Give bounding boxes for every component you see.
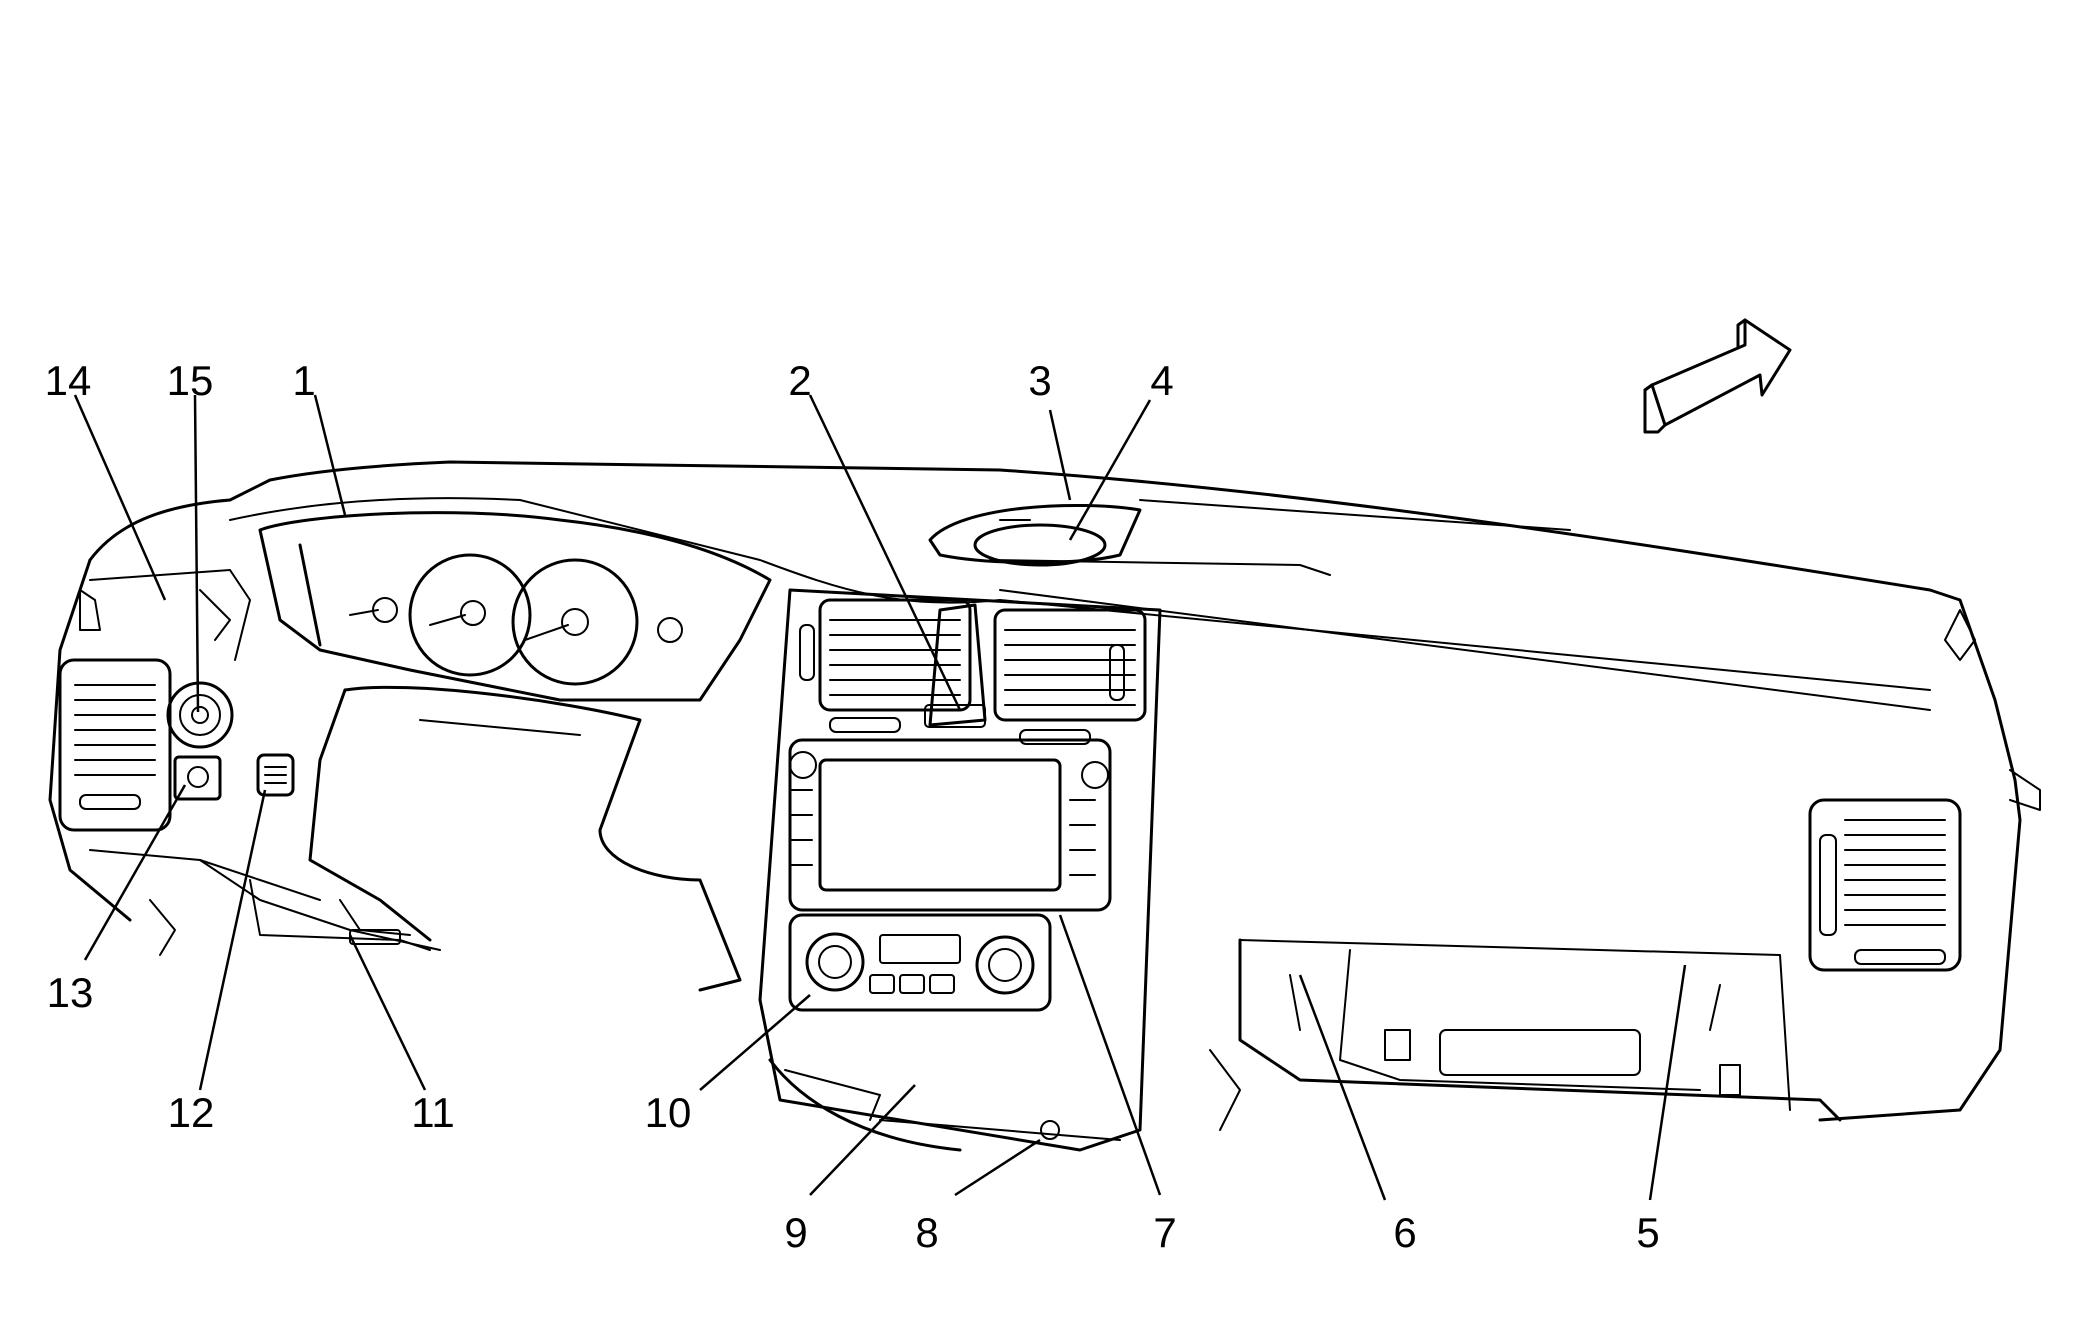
forward-direction-arrow-icon [1643,318,1792,434]
leader-line-1 [313,394,347,516]
callout-15: 15 [167,357,214,404]
leader-line-14 [73,394,167,601]
callout-13: 13 [47,969,94,1016]
leader-line-12 [198,789,267,1091]
leader-line-4 [1068,399,1152,541]
callout-1: 1 [292,357,315,404]
callout-10: 10 [645,1089,692,1136]
callout-5: 5 [1636,1209,1659,1256]
callout-4: 4 [1150,357,1173,404]
callout-12: 12 [168,1089,215,1136]
callout-labels: 1 2 3 4 5 6 7 8 9 10 11 12 13 14 15 [45,357,1660,1256]
callout-9: 9 [784,1209,807,1256]
callout-3: 3 [1028,357,1051,404]
leader-line-11 [348,934,427,1091]
leader-line-15 [193,394,200,713]
callout-14: 14 [45,357,92,404]
leader-line-8 [954,1138,1041,1197]
leader-line-10 [699,994,811,1091]
instrument-panel-drawing [48,460,2041,1152]
leader-line-6 [1298,974,1387,1201]
leader-lines [73,394,1687,1201]
callout-8: 8 [915,1209,938,1256]
callout-2: 2 [788,357,811,404]
leader-line-9 [809,1084,916,1196]
callout-11: 11 [411,1089,455,1136]
leader-line-13 [83,784,187,961]
leader-line-2 [808,394,962,711]
leader-line-7 [1058,914,1162,1196]
callout-7: 7 [1153,1209,1176,1256]
leader-line-5 [1648,964,1687,1201]
callout-6: 6 [1393,1209,1416,1256]
leader-line-3 [1048,409,1072,501]
